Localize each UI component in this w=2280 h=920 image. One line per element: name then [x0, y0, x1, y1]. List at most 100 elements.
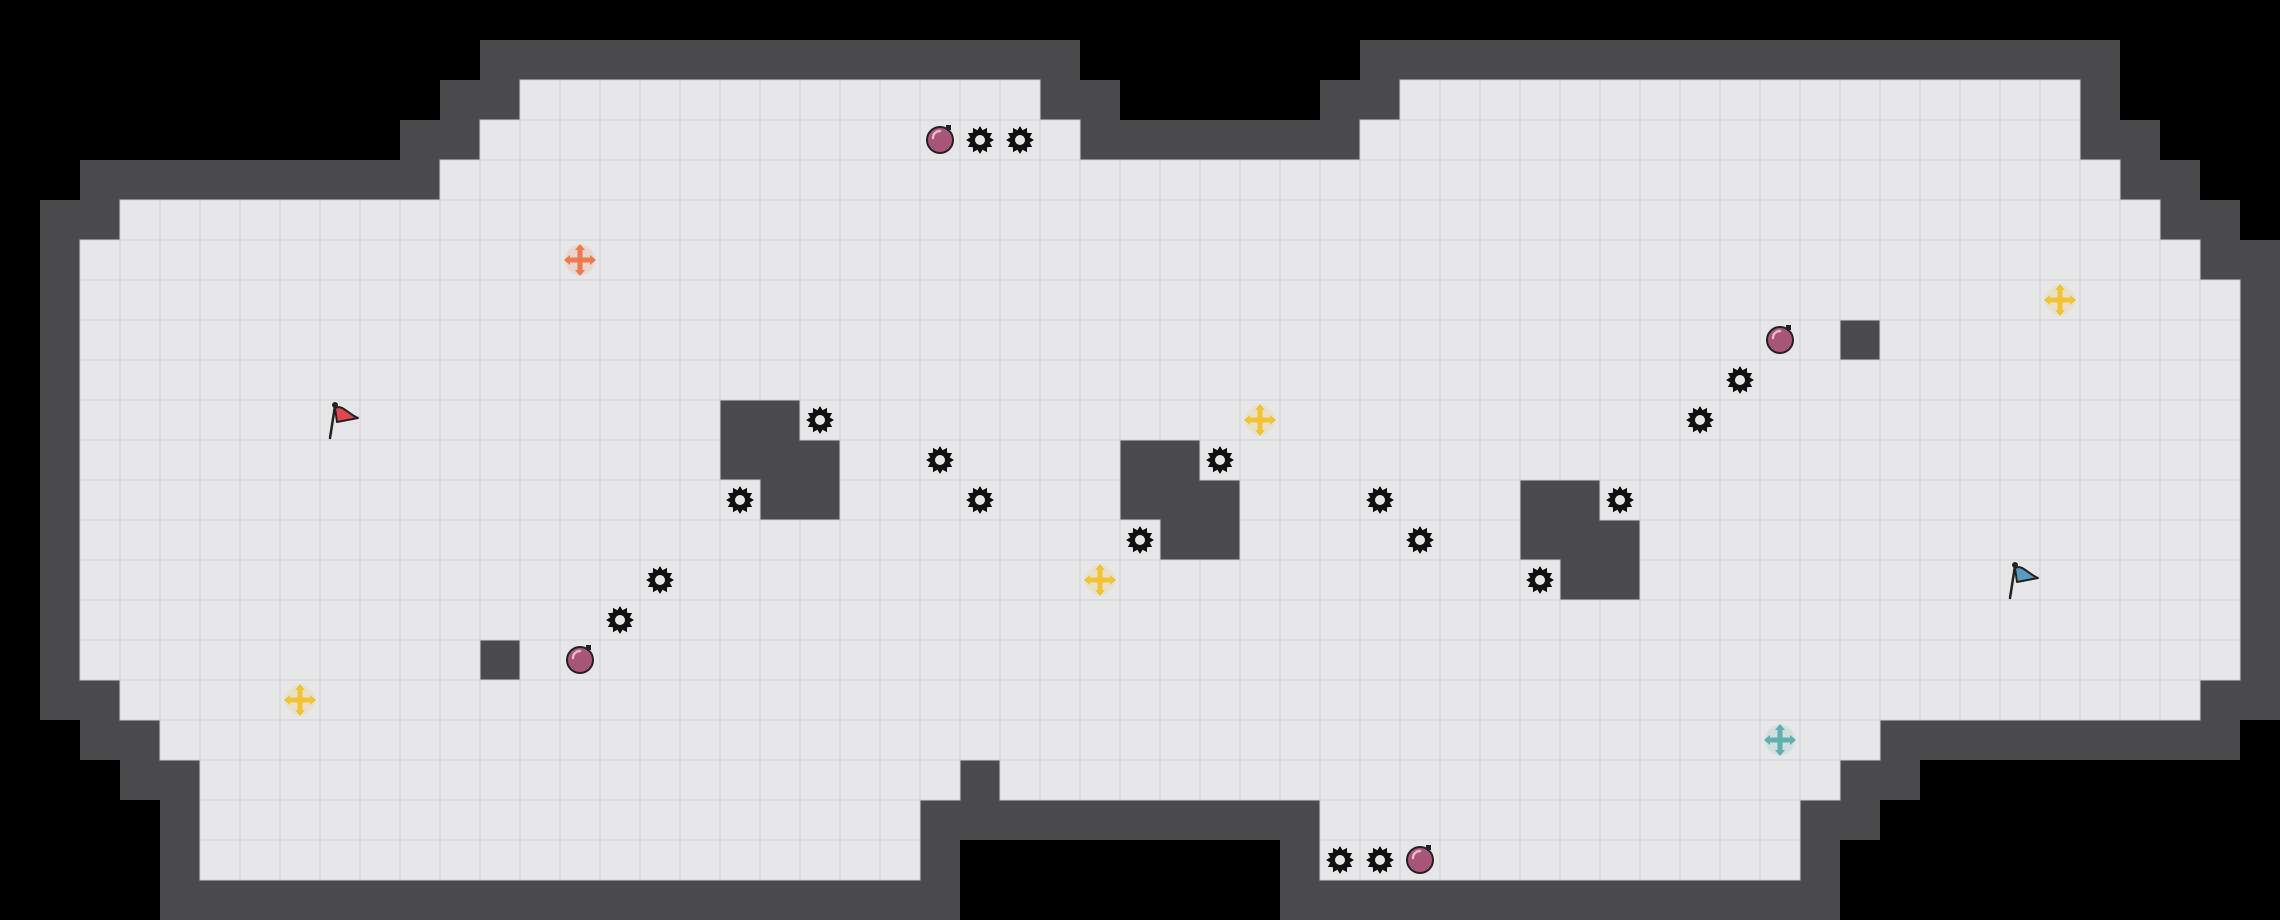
floor-tile[interactable]: [1919, 359, 1961, 401]
plus-pickup-icon[interactable]: [284, 684, 316, 716]
floor-tile[interactable]: [1719, 279, 1761, 321]
floor-tile[interactable]: [679, 759, 721, 801]
floor-tile[interactable]: [1679, 799, 1721, 841]
floor-tile[interactable]: [1719, 559, 1761, 601]
floor-tile[interactable]: [1159, 599, 1201, 641]
floor-tile[interactable]: [2039, 199, 2081, 241]
floor-tile[interactable]: [1679, 839, 1721, 881]
floor-tile[interactable]: [1559, 239, 1601, 281]
floor-tile[interactable]: [679, 639, 721, 681]
floor-tile[interactable]: [399, 439, 441, 481]
floor-tile[interactable]: [759, 79, 801, 121]
floor-tile[interactable]: [1279, 519, 1321, 561]
floor-tile[interactable]: [1399, 439, 1441, 481]
floor-tile[interactable]: [519, 279, 561, 321]
floor-tile[interactable]: [1159, 279, 1201, 321]
floor-tile[interactable]: [639, 679, 681, 721]
floor-tile[interactable]: [2199, 319, 2241, 361]
floor-tile[interactable]: [519, 439, 561, 481]
floor-tile[interactable]: [999, 759, 1041, 801]
floor-tile[interactable]: [1919, 599, 1961, 641]
floor-tile[interactable]: [1679, 759, 1721, 801]
floor-tile[interactable]: [1719, 199, 1761, 241]
floor-tile[interactable]: [1479, 599, 1521, 641]
floor-tile[interactable]: [2079, 199, 2121, 241]
floor-tile[interactable]: [1079, 319, 1121, 361]
floor-tile[interactable]: [119, 679, 161, 721]
floor-tile[interactable]: [559, 519, 601, 561]
floor-tile[interactable]: [759, 359, 801, 401]
floor-tile[interactable]: [1719, 599, 1761, 641]
floor-tile[interactable]: [879, 679, 921, 721]
floor-tile[interactable]: [719, 799, 761, 841]
floor-tile[interactable]: [1399, 719, 1441, 761]
floor-tile[interactable]: [1679, 119, 1721, 161]
floor-tile[interactable]: [239, 719, 281, 761]
floor-tile[interactable]: [1599, 359, 1641, 401]
floor-tile[interactable]: [359, 719, 401, 761]
floor-tile[interactable]: [399, 839, 441, 881]
floor-tile[interactable]: [479, 719, 521, 761]
floor-tile[interactable]: [719, 679, 761, 721]
floor-tile[interactable]: [1439, 639, 1481, 681]
floor-tile[interactable]: [1319, 239, 1361, 281]
floor-tile[interactable]: [1079, 479, 1121, 521]
floor-tile[interactable]: [1439, 159, 1481, 201]
floor-tile[interactable]: [479, 679, 521, 721]
sawblade-icon[interactable]: [1126, 526, 1154, 554]
floor-tile[interactable]: [1719, 439, 1761, 481]
floor-tile[interactable]: [799, 359, 841, 401]
floor-tile[interactable]: [319, 439, 361, 481]
floor-tile[interactable]: [1839, 439, 1881, 481]
floor-tile[interactable]: [1799, 759, 1841, 801]
floor-tile[interactable]: [1519, 359, 1561, 401]
floor-tile[interactable]: [1279, 599, 1321, 641]
floor-tile[interactable]: [1719, 79, 1761, 121]
floor-tile[interactable]: [1999, 639, 2041, 681]
floor-tile[interactable]: [279, 559, 321, 601]
floor-tile[interactable]: [319, 359, 361, 401]
floor-tile[interactable]: [1079, 519, 1121, 561]
floor-tile[interactable]: [439, 479, 481, 521]
floor-tile[interactable]: [999, 479, 1041, 521]
floor-tile[interactable]: [1759, 159, 1801, 201]
floor-tile[interactable]: [1039, 759, 1081, 801]
floor-tile[interactable]: [2159, 679, 2201, 721]
floor-tile[interactable]: [1999, 679, 2041, 721]
floor-tile[interactable]: [1959, 519, 2001, 561]
floor-tile[interactable]: [1399, 759, 1441, 801]
floor-tile[interactable]: [1239, 759, 1281, 801]
floor-tile[interactable]: [1039, 279, 1081, 321]
floor-tile[interactable]: [1519, 319, 1561, 361]
floor-tile[interactable]: [1039, 399, 1081, 441]
floor-tile[interactable]: [999, 199, 1041, 241]
floor-tile[interactable]: [1479, 799, 1521, 841]
floor-tile[interactable]: [919, 359, 961, 401]
floor-tile[interactable]: [1999, 239, 2041, 281]
floor-tile[interactable]: [1199, 759, 1241, 801]
floor-tile[interactable]: [1519, 199, 1561, 241]
floor-tile[interactable]: [959, 279, 1001, 321]
floor-tile[interactable]: [119, 199, 161, 241]
floor-tile[interactable]: [319, 799, 361, 841]
floor-tile[interactable]: [1439, 759, 1481, 801]
floor-tile[interactable]: [839, 599, 881, 641]
floor-tile[interactable]: [1479, 119, 1521, 161]
floor-tile[interactable]: [759, 199, 801, 241]
floor-tile[interactable]: [159, 599, 201, 641]
floor-tile[interactable]: [1879, 599, 1921, 641]
floor-tile[interactable]: [1279, 559, 1321, 601]
floor-tile[interactable]: [159, 439, 201, 481]
floor-tile[interactable]: [1119, 199, 1161, 241]
flag-icon[interactable]: [2008, 562, 2039, 600]
floor-tile[interactable]: [1759, 799, 1801, 841]
sawblade-icon[interactable]: [646, 566, 674, 594]
floor-tile[interactable]: [559, 79, 601, 121]
floor-tile[interactable]: [879, 199, 921, 241]
floor-tile[interactable]: [1999, 399, 2041, 441]
floor-tile[interactable]: [1599, 679, 1641, 721]
floor-tile[interactable]: [1799, 519, 1841, 561]
floor-tile[interactable]: [2199, 599, 2241, 641]
sawblade-icon[interactable]: [1686, 406, 1714, 434]
floor-tile[interactable]: [1159, 639, 1201, 681]
